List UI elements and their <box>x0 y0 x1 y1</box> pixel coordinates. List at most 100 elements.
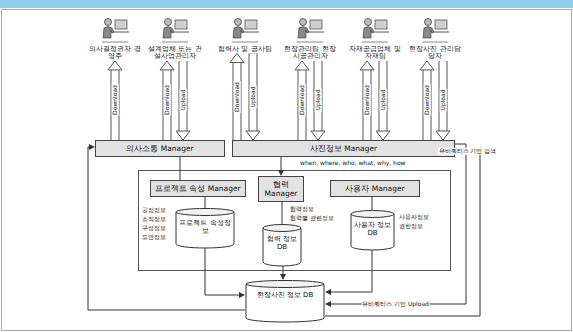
arrow-head <box>420 61 434 70</box>
info-item: 도면정보 <box>142 233 166 240</box>
connector-line <box>205 248 239 295</box>
info-item: 협력정보 <box>290 205 314 212</box>
connector <box>88 144 245 310</box>
connector <box>278 157 284 176</box>
cylinder-body <box>246 284 324 322</box>
info-item: 권한정보 <box>399 222 423 229</box>
manager-box: 프로젝트 속성 Manager <box>150 180 246 197</box>
edge-label: Upload <box>315 89 322 112</box>
transfer-arrow <box>246 53 260 140</box>
arrow-outline <box>439 61 448 131</box>
connector <box>372 197 373 210</box>
cylinder-body <box>263 228 301 266</box>
node-text: 사용자 정보 DB <box>353 221 392 238</box>
connector <box>280 266 286 280</box>
info-item: 협력별 관련정보 <box>290 214 334 221</box>
node-text: 자재공급업체 및 자재팀 <box>347 46 403 61</box>
person-figure <box>297 19 324 43</box>
cylinder-top <box>351 211 394 218</box>
connector-line <box>325 151 480 316</box>
node-text: 프로젝트 속성 Manager <box>155 184 241 193</box>
arrow-head <box>325 301 331 307</box>
node-text: 프로젝트 속성정보 <box>178 219 232 236</box>
node-text: 설계업체 또는 건설사업관리자 <box>147 46 203 61</box>
arrow-fill <box>299 70 306 140</box>
arrow-outline <box>179 61 188 131</box>
arrow-fill <box>364 70 371 140</box>
node-text: 협력 Manager <box>263 180 299 198</box>
connector-line <box>283 266 284 274</box>
arrow-fill <box>380 61 387 131</box>
person-figure <box>422 19 449 43</box>
person-figure <box>232 19 259 43</box>
stakeholder-role: 현장사진 관리담당자 <box>407 14 463 61</box>
cylinder-top <box>176 209 234 216</box>
manager-box: 사용자 Manager <box>330 180 420 197</box>
node-text: 사용자 Manager <box>335 184 415 193</box>
manager-box: 의사소통 Manager <box>95 140 225 157</box>
connector-line <box>205 197 206 208</box>
arrow-head <box>295 61 309 70</box>
arrow-head <box>160 61 174 70</box>
arrow-head <box>325 289 331 295</box>
connector-line <box>281 157 282 170</box>
connector <box>325 144 466 307</box>
arrow-outline <box>363 70 372 140</box>
cylinder-outline <box>245 280 325 322</box>
transfer-arrow <box>230 53 244 140</box>
transfer-arrow <box>376 61 390 140</box>
person-figure <box>102 19 129 43</box>
stakeholder-role: 현장관리팀 현장시공관리자 <box>282 14 338 61</box>
node-text: 협력사 및 공사팀 <box>217 46 273 53</box>
arrow-fill <box>440 61 447 131</box>
connector-line <box>282 202 283 224</box>
page-frame <box>2 10 572 331</box>
arrow-fill <box>112 70 119 140</box>
transfer-arrow <box>436 61 450 140</box>
edge-label: Download <box>234 81 241 113</box>
edge-label: Upload <box>250 85 257 108</box>
edge-label: Upload <box>440 89 447 112</box>
edge-label: Download <box>112 85 119 117</box>
arrow-outline <box>379 61 388 131</box>
connector-line <box>372 197 373 210</box>
transfer-arrow <box>420 61 434 140</box>
node-text: 사진정보 Manager <box>237 144 450 153</box>
arrow-outline <box>314 61 323 131</box>
edge-label: Download <box>424 85 431 117</box>
transfer-arrow <box>311 61 325 140</box>
cylinder-top <box>246 281 324 288</box>
person-figure <box>362 19 389 43</box>
header-band <box>0 0 573 8</box>
manager-box: 사진정보 Manager <box>232 140 455 157</box>
question-list: when, where, who, what, why, how <box>300 159 405 166</box>
arrow-head <box>376 131 390 140</box>
arrow-head <box>280 274 286 280</box>
cylinder-body <box>351 214 394 250</box>
edge-label: Download <box>364 85 371 117</box>
stakeholder-role: 자재공급업체 및 자재팀 <box>347 14 403 61</box>
stakeholder-role: 협력사 및 공사팀 <box>217 14 273 53</box>
arrow-outline <box>423 70 432 140</box>
info-item: 공정정보 <box>142 206 166 213</box>
arrow-head <box>239 292 245 298</box>
transfer-arrow <box>108 61 122 140</box>
arrow-fill <box>180 61 187 131</box>
arrow-outline <box>111 70 120 140</box>
info-item: 사용자정보 <box>399 213 429 220</box>
arrow-fill <box>250 53 257 131</box>
transfer-arrow <box>295 61 309 140</box>
arrow-head <box>108 61 122 70</box>
transfer-arrow <box>160 61 174 140</box>
arrow-fill <box>424 70 431 140</box>
arrow-outline <box>298 70 307 140</box>
connector <box>325 148 480 316</box>
database-cylinder: 프로젝트 속성정보 <box>175 208 235 248</box>
edge-label: Upload <box>180 89 187 112</box>
stakeholder-role: 의사결정권자 경영주 <box>87 14 143 61</box>
edge-label: Download <box>164 85 171 117</box>
node-text: 의사결정권자 경영주 <box>87 46 143 61</box>
edge-label: 유비쿼터스 기반 검색 <box>438 148 498 155</box>
edge-label: 유비쿼터스 기반 Upload <box>361 301 430 308</box>
connector <box>180 157 181 180</box>
